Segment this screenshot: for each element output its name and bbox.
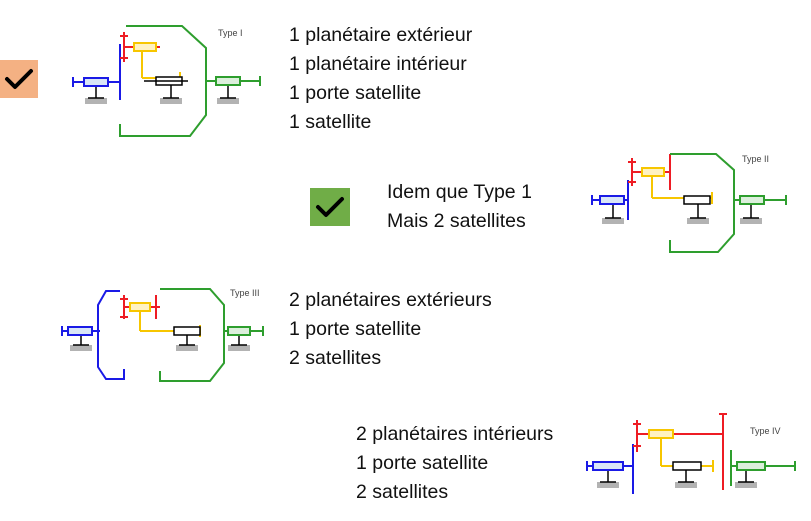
- orange-check-badge: [0, 60, 38, 98]
- center-shaft: [144, 76, 188, 86]
- green-ring: [119, 25, 261, 137]
- type2-line-2: Mais 2 satellites: [387, 210, 526, 232]
- check-icon: [5, 69, 33, 89]
- green-check-badge: [310, 188, 350, 226]
- type1-diagram: Type I: [70, 22, 261, 142]
- type3-diagram: Type III: [60, 285, 265, 385]
- type1-label: Type I: [218, 28, 243, 38]
- type1-description: 1 planétaire extérieur 1 planétaire inté…: [289, 21, 472, 137]
- blue-ring: [61, 290, 125, 380]
- type4-label: Type IV: [750, 426, 781, 436]
- type2-description: Idem que Type 1 Mais 2 satellites: [387, 178, 532, 236]
- ground-supports: [602, 204, 762, 224]
- type3-line-1: 2 planétaires extérieurs: [289, 289, 492, 311]
- center-shaft: [683, 195, 711, 205]
- type1-line-1: 1 planétaire extérieur: [289, 24, 473, 46]
- center-shaft: [672, 461, 702, 471]
- blue-shaft: [72, 44, 121, 100]
- blue-shaft: [591, 180, 629, 220]
- green-sun: [730, 450, 796, 486]
- type2-label: Type II: [742, 154, 770, 164]
- type2-diagram: Type II: [590, 150, 790, 260]
- blue-sun: [586, 444, 634, 494]
- type1-line-4: 1 satellite: [289, 111, 372, 133]
- type4-line-3: 2 satellites: [356, 481, 449, 503]
- type4-description: 2 planétaires intérieurs 1 porte satelli…: [356, 420, 553, 507]
- type2-line-1: Idem que Type 1: [387, 181, 532, 203]
- type1-line-3: 1 porte satellite: [289, 82, 422, 104]
- center-shaft: [173, 326, 201, 336]
- check-icon: [316, 197, 344, 217]
- type4-line-2: 1 porte satellite: [356, 452, 489, 474]
- type1-line-2: 1 planétaire intérieur: [289, 53, 467, 75]
- type4-line-1: 2 planétaires intérieurs: [356, 423, 554, 445]
- ground-supports: [85, 84, 239, 104]
- red-carrier: [633, 413, 727, 490]
- green-ring: [159, 288, 264, 382]
- type3-description: 2 planétaires extérieurs 1 porte satelli…: [289, 286, 492, 373]
- type4-diagram: Type IV: [583, 410, 798, 510]
- type3-line-3: 2 satellites: [289, 347, 382, 369]
- type3-line-2: 1 porte satellite: [289, 318, 422, 340]
- type3-label: Type III: [230, 288, 260, 298]
- green-ring: [669, 153, 787, 253]
